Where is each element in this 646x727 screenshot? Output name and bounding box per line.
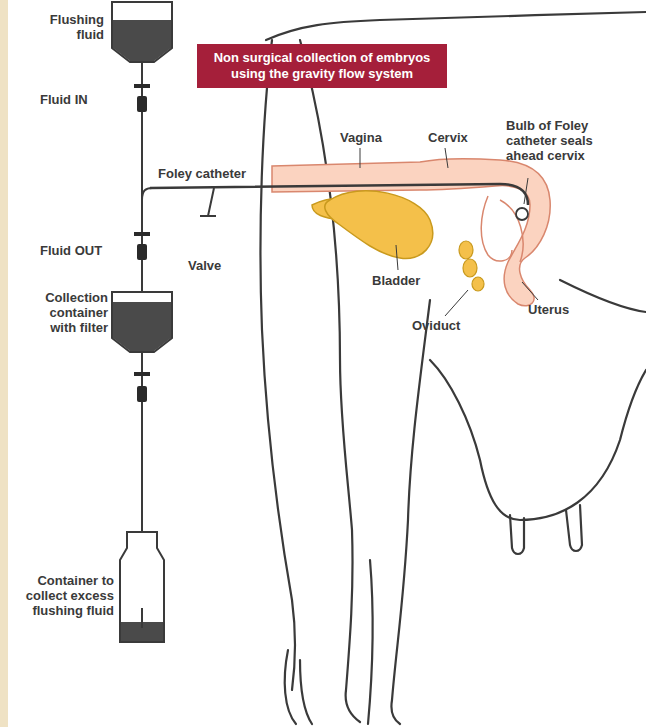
part-label: Bulb of Foley catheter seals ahead cervi… bbox=[506, 118, 624, 163]
catheter-label: Foley catheter bbox=[158, 166, 268, 181]
flow-label: Fluid IN bbox=[40, 92, 120, 107]
part-label: Uterus bbox=[528, 302, 598, 317]
part-label: Oviduct bbox=[412, 318, 482, 333]
container-label: Collection container with filter bbox=[22, 290, 108, 335]
fluid-label: Flushing fluid bbox=[38, 12, 104, 42]
part-label: Cervix bbox=[428, 130, 488, 145]
container-label: Container to collect excess flushing flu… bbox=[22, 573, 114, 618]
part-label: Vagina bbox=[340, 130, 400, 145]
page-strip bbox=[0, 0, 8, 727]
title-banner: Non surgical collection of embryos using… bbox=[197, 44, 447, 88]
part-label: Bladder bbox=[372, 273, 442, 288]
flow-label: Fluid OUT bbox=[40, 243, 126, 258]
valve-label: Valve bbox=[188, 258, 248, 273]
